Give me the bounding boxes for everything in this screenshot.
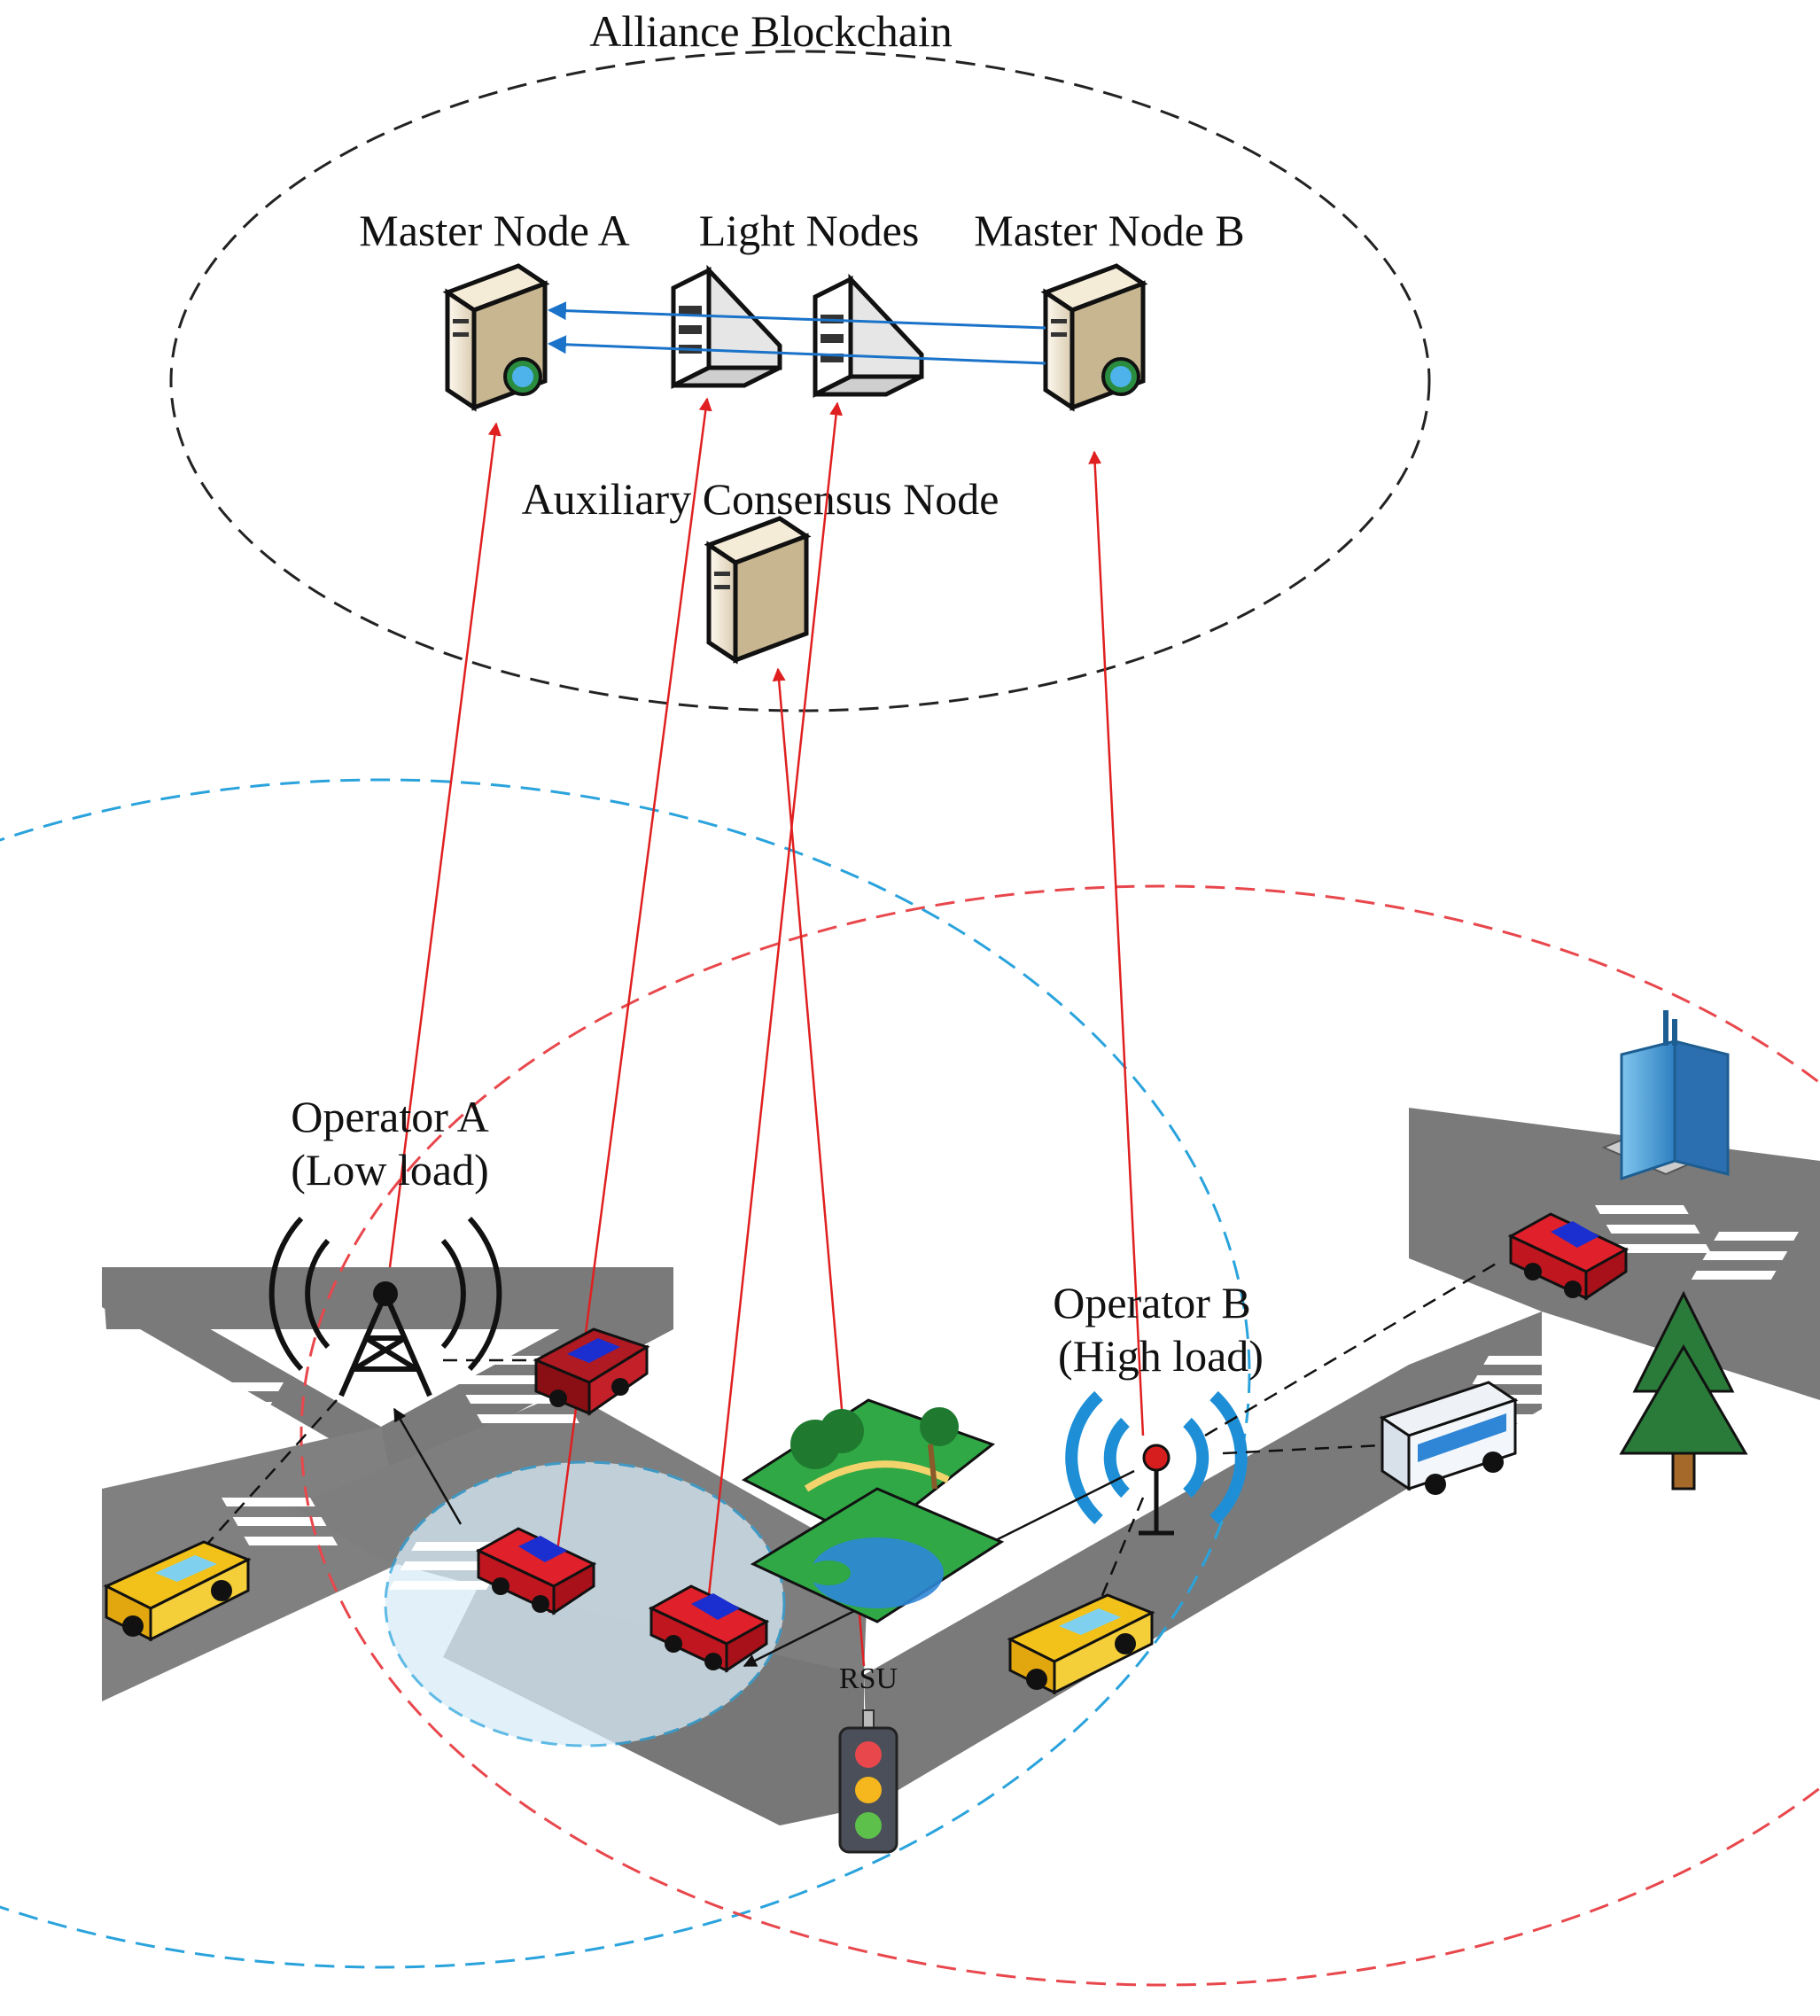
traffic-light-icon — [838, 1709, 898, 1854]
operator-b-coverage-ring — [299, 884, 1820, 1987]
rsu-label: RSU — [839, 1662, 898, 1695]
rsu-coverage-zone — [384, 1460, 786, 1747]
operator-b-antenna — [1065, 1390, 1248, 1536]
uplink-car-to-light-node-1 — [548, 397, 712, 1614]
master-node-b — [1040, 263, 1148, 412]
light-node-2 — [813, 273, 924, 399]
uplink-tower-b-to-master-b — [1088, 450, 1145, 1436]
server-icon — [442, 263, 550, 412]
taxi-icon — [1007, 1593, 1155, 1695]
light-nodes-label: Light Nodes — [699, 206, 920, 255]
master-node-a — [442, 263, 550, 412]
master-node-b-label: Master Node B — [974, 206, 1245, 255]
light-node-icon — [671, 264, 782, 390]
tree-icon — [1619, 1290, 1748, 1491]
cell-tower-icon — [268, 1216, 502, 1397]
operator-b-name: Operator B — [1053, 1278, 1251, 1327]
wireless-antenna-icon — [1065, 1390, 1248, 1536]
car-icon — [475, 1527, 597, 1615]
operator-a-name: Operator A — [291, 1092, 489, 1141]
car-icon — [648, 1584, 770, 1673]
operator-a-load: (Low load) — [291, 1145, 489, 1195]
building-icon — [1601, 1010, 1731, 1181]
light-node-icon — [813, 273, 924, 399]
light-node-1 — [671, 264, 782, 390]
taxi-icon — [103, 1540, 252, 1642]
road-left-sw — [102, 1427, 408, 1701]
server-icon — [704, 516, 812, 665]
operator-a-coverage-ring — [0, 778, 1251, 1969]
road-left-arm-ne — [381, 1267, 673, 1480]
car-icon — [1507, 1212, 1629, 1301]
operator-b-load: (High load) — [1058, 1331, 1264, 1381]
bus-icon — [1379, 1381, 1519, 1495]
uplink-car-to-light-node-2 — [707, 401, 844, 1596]
master-node-a-label: Master Node A — [359, 206, 630, 255]
chain-links — [547, 301, 1046, 365]
crosswalks — [147, 1205, 1799, 1590]
road-left-arm-nw — [102, 1267, 385, 1471]
blockchain-title: Alliance Blockchain — [589, 6, 953, 56]
car-icon — [533, 1327, 650, 1416]
aux-consensus-node — [704, 516, 812, 665]
server-icon — [1040, 263, 1148, 412]
park-icon — [741, 1398, 1005, 1623]
operator-a-tower — [268, 1216, 502, 1397]
blockchain-boundary-ring — [169, 50, 1431, 712]
uplink-tower-a-to-master-a — [388, 422, 502, 1268]
aux-consensus-node-label: Auxiliary Consensus Node — [522, 474, 999, 524]
